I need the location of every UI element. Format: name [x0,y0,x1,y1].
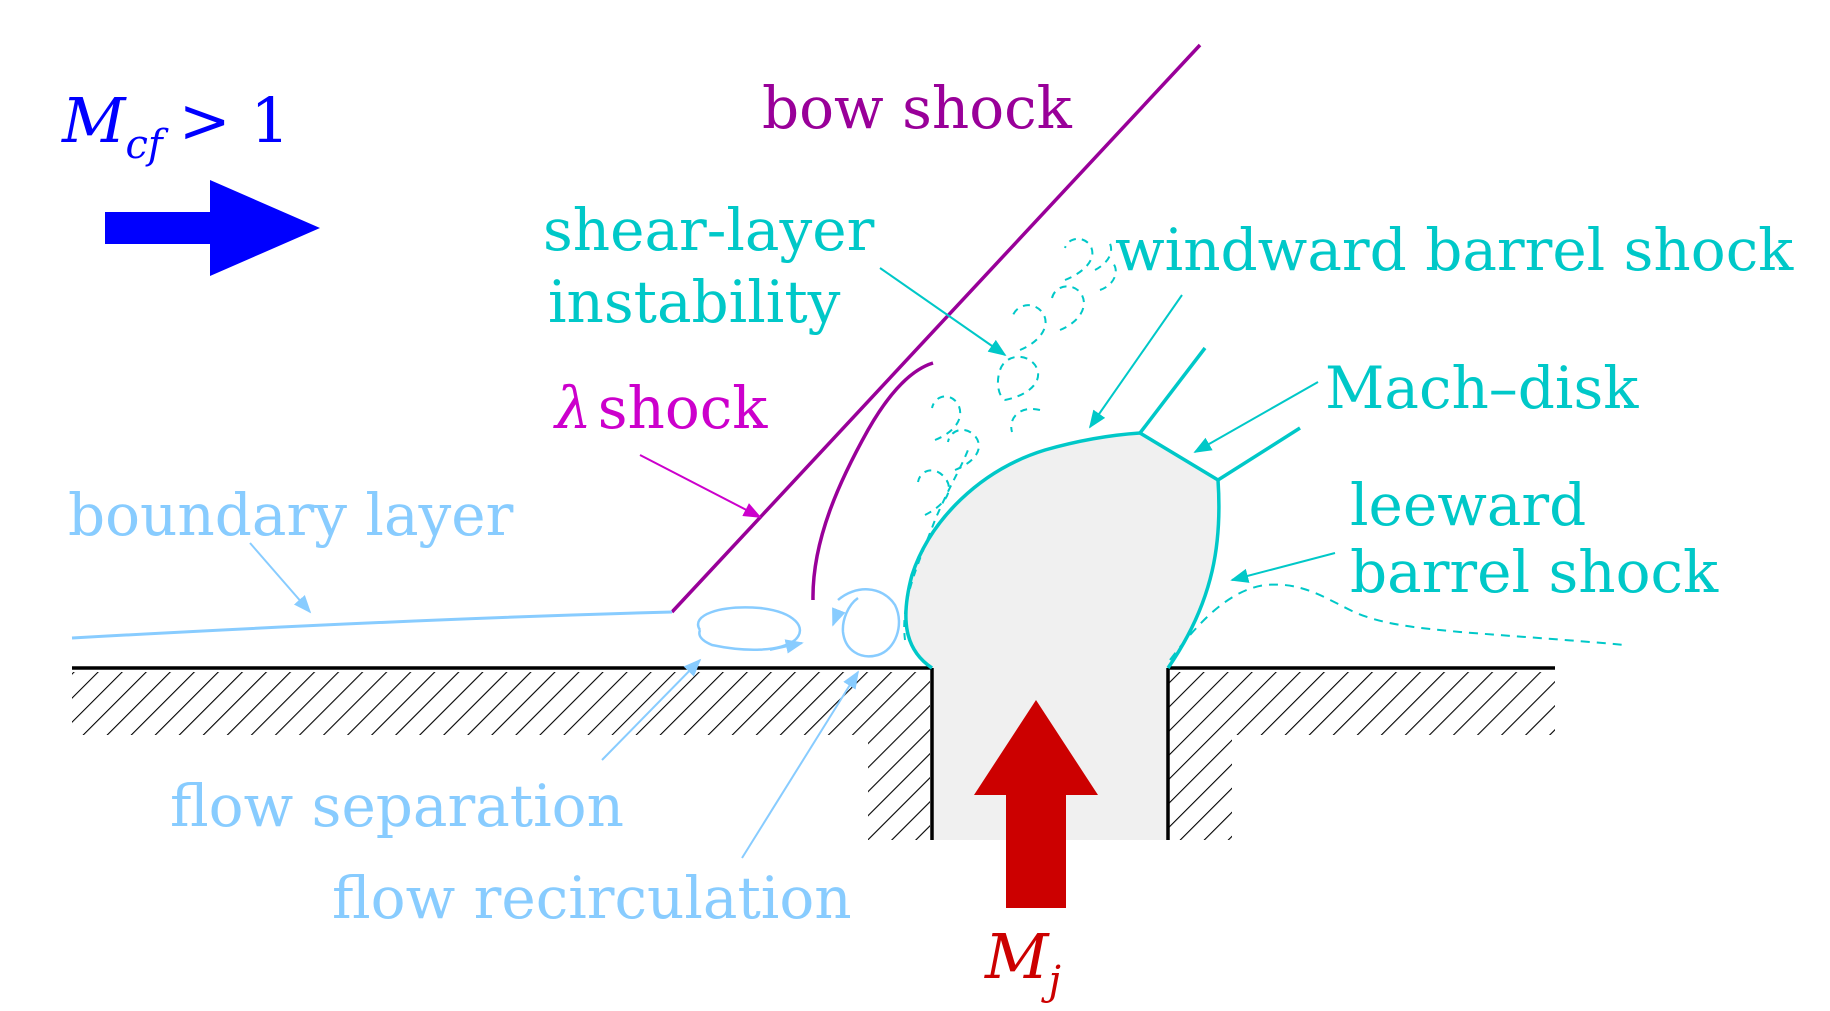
jet-arrow [974,700,1098,908]
crossflow-arrow [105,180,320,276]
mcf-label: Mcf> 1 [61,84,290,168]
separation-bubble [696,606,802,651]
wall [72,666,1555,840]
lambda-shock-branch [811,361,934,601]
bow-shock-label: bow shock [762,74,1073,142]
mach-disk-line [1139,431,1219,482]
leeward-pointer [1230,552,1336,583]
reflected-shock-upper [1138,346,1207,435]
jet-plume [905,433,1219,840]
windward-pointer [1088,294,1183,429]
boundary-layer-line [71,610,673,640]
separation-bubble-arrow [769,639,804,654]
pointer-arrows [249,267,1336,859]
leeward-barrel-shock-label: leeward barrel shock [1350,471,1719,606]
recirculation-vortex [837,588,901,658]
windward-barrel-shock-label: windward barrel shock [1115,216,1794,284]
lambda-pointer [639,454,762,518]
boundary-layer-label: boundary layer [68,481,514,549]
flow-recirculation-label: flow recirculation [332,864,852,932]
reflected-shock-lower [1217,426,1301,482]
mach-disk-label: Mach–disk [1325,354,1639,422]
shear-layer-vortices [903,237,1117,641]
wake-dashed-line [1169,583,1626,661]
shear-layer-pointer [879,267,1007,357]
mach-disk-pointer [1193,381,1319,453]
flow-separation-label: flow separation [170,772,624,840]
recirculation-arrow [832,607,846,627]
windward-barrel-shock-line [904,431,1141,670]
wall-hatch-left [72,668,930,840]
separation-pointer [601,658,702,761]
wall-hatch-right [1168,668,1555,840]
mj-label: Mj [984,920,1061,1004]
boundary-layer-pointer [249,542,312,614]
recirculation-pointer [741,670,859,859]
shear-layer-label: shear-layer instability [543,196,893,336]
